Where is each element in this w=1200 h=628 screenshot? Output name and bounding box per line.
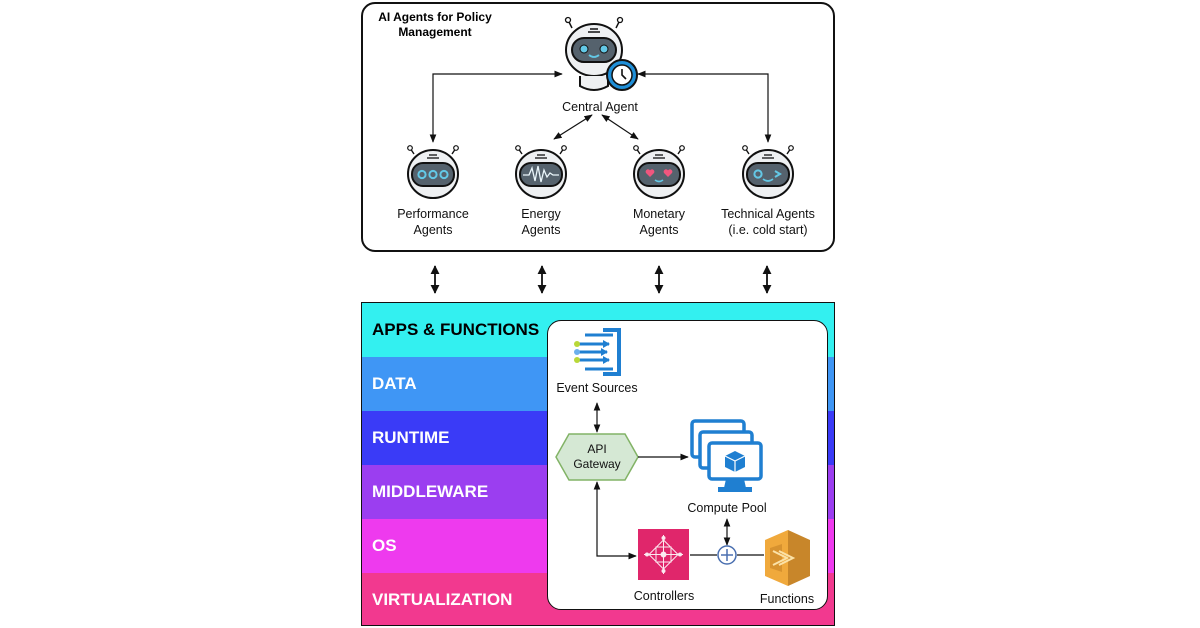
label-line: Technical Agents [721,207,815,221]
virtual-machines-icon [690,419,763,492]
api-gateway-label: API Gateway [556,442,638,472]
technical-link [637,70,772,143]
label-line: Agents [413,223,453,237]
label-line: Gateway [573,457,621,471]
clock-icon [606,59,638,91]
event-stream-icon [574,328,621,376]
label-line: Agents [521,223,561,237]
central-agent-label: Central Agent [562,100,638,114]
platform-connectors [593,402,764,560]
energy-link [553,114,593,140]
layer-label: VIRTUALIZATION [372,590,513,609]
functions-label: Functions [759,592,815,606]
label-line: Energy [521,207,561,221]
compute-pool-label: Compute Pool [687,501,767,515]
robot-icon [633,145,685,199]
label-line: Agents [639,223,679,237]
performance-agents-label: Performance Agents [378,206,488,238]
controllers-label: Controllers [633,589,695,603]
panel-connectors [430,265,772,294]
label-line: API [587,442,607,456]
panel-title: AI Agents for Policy Management [378,10,492,39]
plus-circle-icon [717,545,737,565]
label-line: (i.e. cold start) [728,223,808,237]
layer-label: DATA [372,374,417,393]
robot-icon [515,145,567,199]
agent-robots [407,145,794,199]
label-line: Performance [397,207,469,221]
event-sources-label: Event Sources [556,381,638,395]
layer-label: RUNTIME [372,428,450,447]
monetary-agents-label: Monetary Agents [609,206,709,238]
performance-link [429,70,563,143]
layer-label: APPS & FUNCTIONS [372,320,540,339]
energy-agents-label: Energy Agents [491,206,591,238]
lambda-functions-icon [765,530,810,586]
robot-icon [407,145,459,199]
robot-icon [742,145,794,199]
central-agent-robot-icon [564,16,624,91]
controller-grid-icon [638,529,689,580]
technical-agents-label: Technical Agents (i.e. cold start) [707,206,829,238]
monetary-link [601,114,639,140]
gateway-controllers-link [593,481,637,560]
agent-connectors [429,70,772,143]
layer-label: MIDDLEWARE [372,482,489,501]
label-line: Monetary [632,207,686,221]
layer-label: OS [372,536,397,555]
